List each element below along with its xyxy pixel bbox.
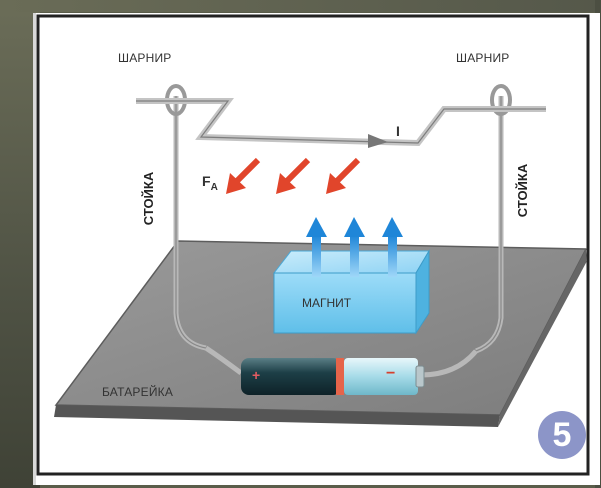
field-arrow (344, 217, 365, 277)
current-label: I (396, 123, 400, 139)
magnet-label: МАГНИТ (302, 296, 352, 310)
field-arrow (306, 217, 327, 277)
field-arrows (306, 217, 403, 277)
battery (241, 358, 425, 395)
post-label-right: СТОЙКА (515, 163, 531, 218)
diagram-frame (36, 14, 590, 476)
background-top (0, 0, 601, 12)
field-arrow (382, 217, 403, 277)
battery-label: БАТАРЕЙКА (102, 385, 174, 399)
force-arrow (276, 157, 311, 194)
force-label-main: F (202, 173, 211, 189)
right-post (475, 84, 512, 354)
conductor (136, 98, 546, 148)
force-arrow (326, 157, 361, 194)
post-label-left: СТОЙКА (141, 171, 157, 226)
force-label: FA (202, 173, 218, 193)
force-arrow (226, 157, 261, 194)
force-label-sub: A (210, 181, 218, 193)
plus-sign: + (252, 367, 261, 383)
current-arrow (368, 134, 388, 148)
force-arrows (226, 157, 361, 194)
diagram-svg (36, 14, 590, 476)
wire-left (204, 345, 243, 376)
wire-right (420, 349, 478, 378)
hinge-label-right: ШАРНИР (456, 51, 510, 65)
figure-number-badge: 5 (538, 411, 586, 459)
diagram-card: ШАРНИР ШАРНИР СТОЙКА СТОЙКА I FA МАГНИТ … (33, 13, 600, 485)
minus-sign: − (386, 365, 396, 382)
hinge-label-left: ШАРНИР (118, 51, 172, 65)
